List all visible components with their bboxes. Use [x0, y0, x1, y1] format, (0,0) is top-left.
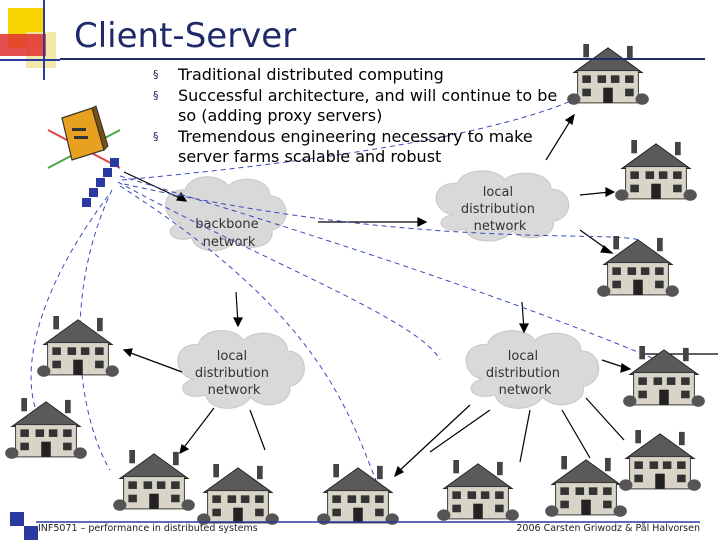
house-icon [316, 463, 400, 526]
bullet-marker: § [153, 68, 159, 81]
house-icon [4, 397, 88, 460]
cloud-backbone-label: backbone network [195, 217, 262, 250]
house-icon [614, 139, 698, 202]
bullet-text: Tremendous engineering necessary to make… [178, 127, 533, 166]
corner-red-bar [0, 34, 46, 56]
bullet-marker: § [153, 89, 159, 102]
arrows [122, 113, 718, 478]
footer-authors: 2006 Carsten Griwodz & Pål Halvorsen [516, 523, 700, 534]
bullet-item: § Traditional distributed computing [150, 65, 570, 85]
house-icon [596, 235, 680, 298]
house-icon [196, 463, 280, 526]
corner-square [24, 526, 38, 540]
house-icon [112, 449, 196, 512]
bullet-marker: § [153, 130, 159, 143]
bullet-text: Successful architecture, and will contin… [178, 86, 558, 125]
bullet-item: § Successful architecture, and will cont… [150, 86, 570, 126]
cloud-local-bottom-left-label: local distribution network [195, 349, 273, 398]
house-icon [436, 459, 520, 522]
title-underline [60, 58, 705, 60]
bullet-item: § Tremendous engineering necessary to ma… [150, 127, 570, 167]
server-icon [47, 105, 121, 169]
cloud-local-top-right-label: local distribution network [461, 185, 539, 234]
corner-square [10, 512, 24, 526]
bullet-list: § Traditional distributed computing § Su… [150, 65, 570, 168]
stepped-squares [82, 158, 119, 207]
page-title: Client-Server [74, 16, 297, 56]
house-icon [618, 429, 702, 492]
house-icon [544, 455, 628, 518]
house-icon [566, 43, 650, 106]
cloud-local-bottom-right-label: local distribution network [486, 349, 564, 398]
house-icon [622, 345, 706, 408]
bullet-text: Traditional distributed computing [178, 65, 444, 84]
footer-course: INF5071 – performance in distributed sys… [38, 523, 258, 534]
house-icon [36, 315, 120, 378]
